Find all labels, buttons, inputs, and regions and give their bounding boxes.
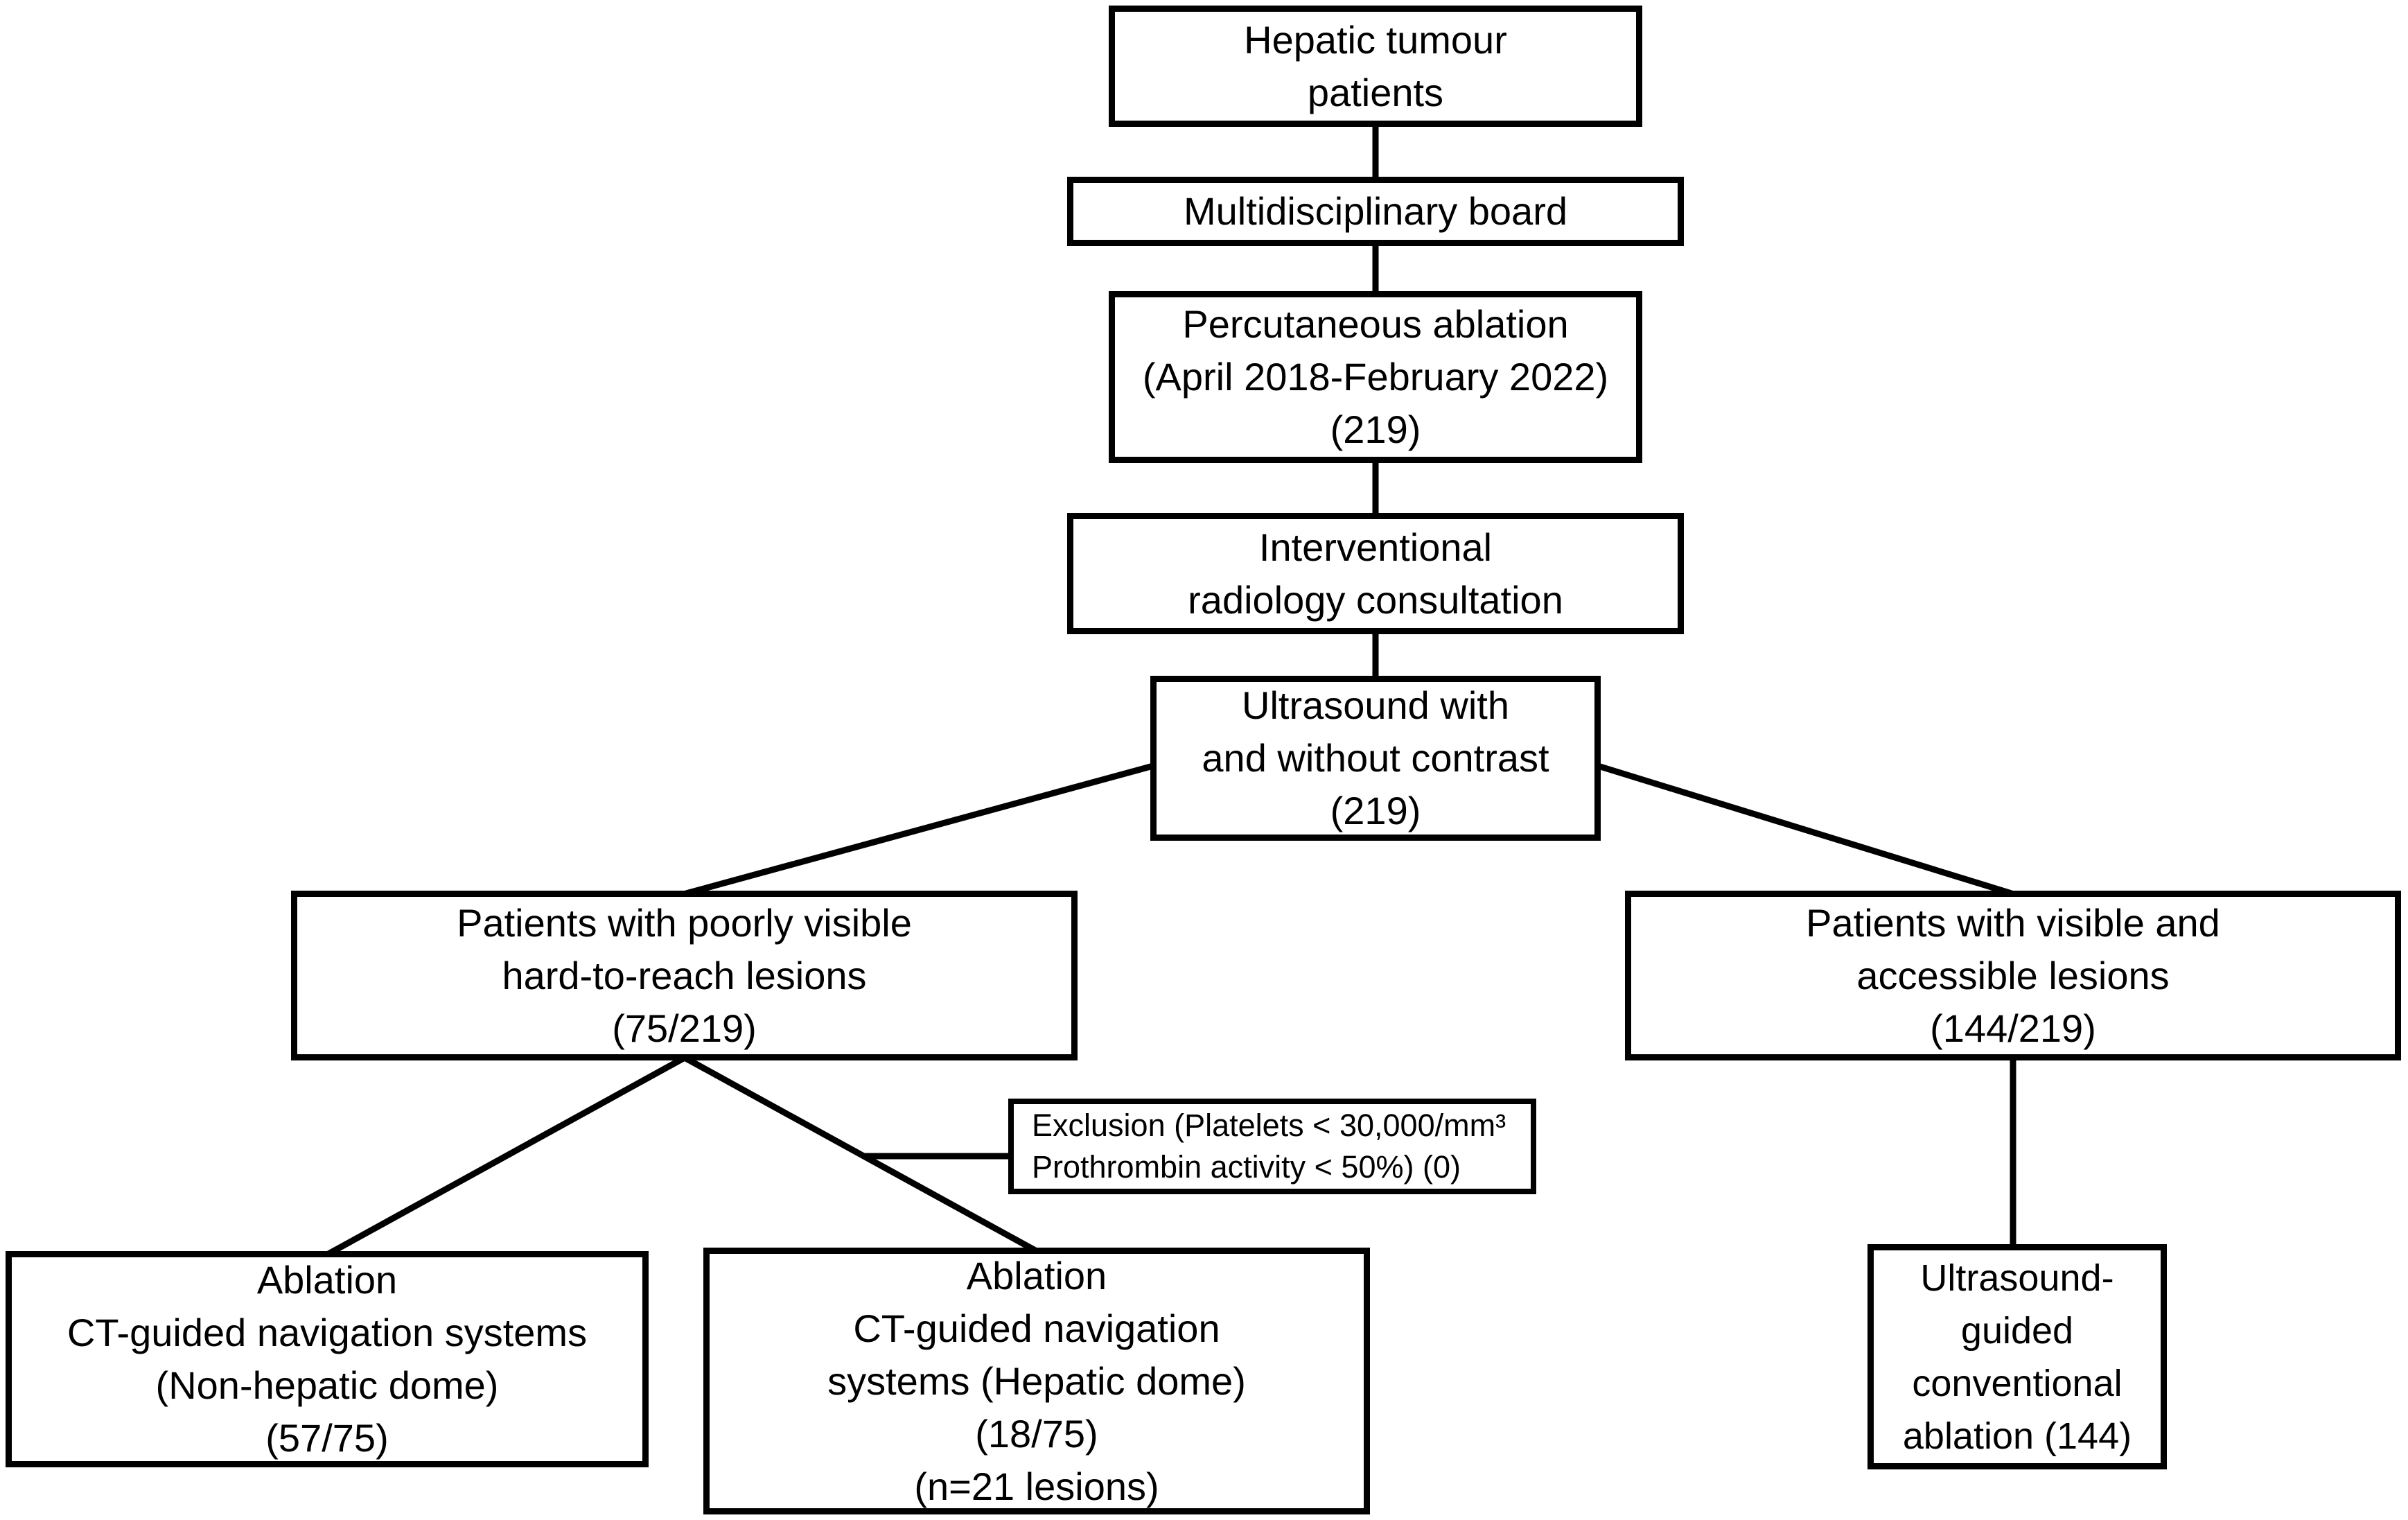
node-visible-accessible-lesions: Patients with visible and accessible les… [1625, 891, 2401, 1060]
node-interventional-radiology-consultation: Interventional radiology consultation [1067, 513, 1684, 634]
node-poorly-visible-lesions: Patients with poorly visible hard-to-rea… [291, 891, 1078, 1060]
node-ablation-hepatic-dome: Ablation CT-guided navigation systems (H… [703, 1248, 1370, 1514]
connector-ultrasound-to-visible [1597, 762, 2013, 897]
node-multidisciplinary-board: Multidisciplinary board [1067, 177, 1684, 246]
connector-ultrasound-to-poorly-visible [685, 762, 1154, 897]
connector-poorly-to-hepatic-dome [683, 1055, 1037, 1253]
node-exclusion-criteria: Exclusion (Platelets < 30,000/mm³ Prothr… [1008, 1099, 1536, 1194]
connector-poorly-to-non-hepatic-dome [326, 1055, 687, 1257]
node-hepatic-tumour-patients: Hepatic tumour patients [1109, 6, 1642, 127]
node-percutaneous-ablation: Percutaneous ablation (April 2018-Februa… [1109, 291, 1642, 463]
node-ultrasound-guided-conventional-ablation: Ultrasound- guided conventional ablation… [1867, 1244, 2167, 1469]
node-ablation-non-hepatic-dome: Ablation CT-guided navigation systems (N… [6, 1251, 649, 1467]
node-ultrasound-with-without-contrast: Ultrasound with and without contrast (21… [1150, 676, 1601, 841]
